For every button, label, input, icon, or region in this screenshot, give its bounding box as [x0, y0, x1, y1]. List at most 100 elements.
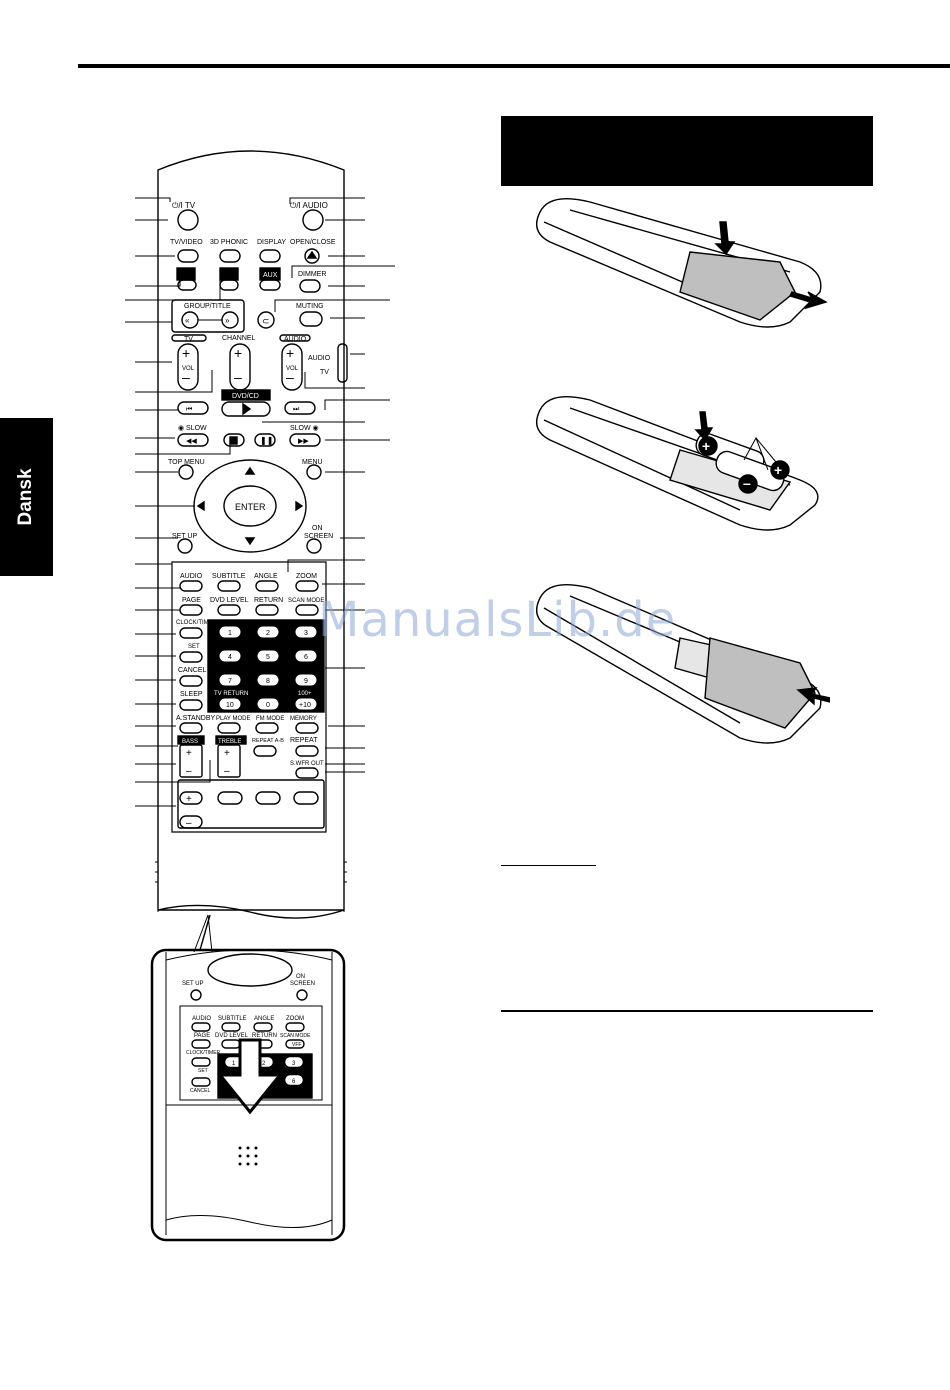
key-2[interactable] — [257, 626, 279, 638]
subtitle-button[interactable] — [217, 580, 241, 592]
dvd-level-button[interactable] — [217, 604, 241, 616]
option-button-2[interactable] — [255, 791, 281, 805]
tv-volume-rocker[interactable] — [177, 343, 199, 391]
key-8[interactable] — [257, 674, 279, 686]
digit-3: 3 — [304, 630, 308, 637]
stop-icon — [229, 436, 238, 445]
stop-button[interactable] — [223, 433, 245, 447]
tv-vol-label: VOL — [182, 366, 195, 372]
key-10[interactable] — [219, 698, 241, 710]
set-button[interactable] — [179, 651, 203, 663]
muting-button[interactable] — [299, 311, 323, 327]
audio-power-label: ⏻/I AUDIO — [290, 201, 328, 210]
dvd-cd-key — [221, 389, 271, 401]
audio-volume-rocker[interactable] — [281, 343, 303, 391]
audio-key-button[interactable] — [179, 580, 203, 592]
digit-7: 7 — [228, 678, 232, 685]
play-mode-button[interactable] — [217, 722, 241, 734]
inset-clock-timer-label: CLOCK/TIMER — [186, 1050, 221, 1056]
inset-dvd-level-label: DVD LEVEL — [215, 1033, 249, 1039]
top-menu-button[interactable] — [178, 464, 194, 480]
option-button-1[interactable] — [217, 791, 243, 805]
repeat-ab-button[interactable] — [253, 745, 277, 757]
audio-power-button[interactable] — [302, 209, 324, 231]
rewind-button[interactable] — [177, 433, 209, 447]
fast-forward-button[interactable] — [289, 433, 321, 447]
battery-minus-terminal-icon — [738, 474, 758, 494]
bass-rocker[interactable] — [179, 744, 203, 778]
muting-label: MUTING — [296, 303, 324, 310]
set-up-label: SET UP — [172, 533, 197, 540]
key-9[interactable] — [295, 674, 317, 686]
key-5[interactable] — [257, 650, 279, 662]
swfr-out-label: S.WFR OUT — [290, 761, 324, 767]
enter-button[interactable] — [223, 485, 277, 527]
keypad-keys — [219, 626, 317, 710]
page-button[interactable] — [179, 604, 203, 616]
aux-button[interactable] — [259, 279, 281, 291]
next-chapter-button[interactable] — [284, 401, 316, 415]
sleep-button[interactable] — [179, 699, 203, 711]
key-0[interactable] — [257, 698, 279, 710]
play-button[interactable] — [221, 401, 271, 417]
display-button[interactable] — [259, 249, 281, 263]
a-standby-button[interactable] — [179, 722, 203, 734]
3d-phonic-button[interactable] — [219, 249, 241, 263]
option-button-3[interactable] — [293, 791, 319, 805]
key-3[interactable] — [295, 626, 317, 638]
slow-left-label: ◉ SLOW — [178, 425, 207, 432]
tv-video-button[interactable] — [177, 249, 199, 263]
tv-power-button[interactable] — [177, 209, 199, 231]
swfr-out-button[interactable] — [295, 767, 319, 779]
memory-button[interactable] — [295, 722, 319, 734]
color-button-2[interactable] — [219, 279, 239, 291]
scan-mode-button[interactable] — [295, 604, 319, 616]
prev-chapter-button[interactable] — [177, 401, 209, 415]
play-mode-label: PLAY MODE — [216, 716, 250, 722]
key-7[interactable] — [219, 674, 241, 686]
group-title-frame — [171, 299, 245, 333]
clock-timer-button[interactable] — [179, 627, 203, 639]
minus-button[interactable] — [179, 815, 203, 829]
color-button-1[interactable] — [177, 279, 197, 291]
menu-button[interactable] — [306, 464, 322, 480]
fm-mode-button[interactable] — [255, 722, 279, 734]
color-key-2 — [219, 267, 239, 281]
navigation-ring[interactable] — [193, 459, 307, 553]
cancel-button[interactable] — [179, 675, 203, 687]
channel-label: CHANNEL — [222, 335, 256, 342]
a-standby-label: A.STANDBY — [176, 715, 215, 722]
plus-button[interactable] — [179, 791, 203, 805]
sleep-label: SLEEP — [180, 691, 203, 698]
display-label: DISPLAY — [257, 239, 286, 246]
set-up-button[interactable] — [177, 538, 193, 554]
treble-rocker[interactable] — [217, 744, 241, 778]
zoom-button[interactable] — [295, 580, 319, 592]
key-6[interactable] — [295, 650, 317, 662]
pause-button[interactable] — [254, 433, 276, 447]
digit-2: 2 — [266, 630, 270, 637]
repeat-button[interactable] — [295, 745, 319, 757]
on-screen-button[interactable] — [306, 538, 322, 554]
return-button[interactable] — [255, 604, 279, 616]
open-close-button[interactable] — [304, 248, 320, 264]
inset-cancel-label: CANCEL — [190, 1088, 211, 1094]
double-right-icon: » — [225, 316, 230, 325]
key-1[interactable] — [219, 626, 241, 638]
watermark: ManualsLib.de — [318, 592, 677, 648]
angle-button[interactable] — [255, 580, 279, 592]
tv-power-label: ⏻/I TV — [172, 201, 196, 210]
note-rule — [501, 865, 596, 866]
digit-8: 8 — [266, 678, 270, 685]
key-plus10[interactable] — [295, 698, 317, 710]
inset-return-label: RETURN — [252, 1033, 277, 1039]
return-label: RETURN — [254, 597, 283, 604]
back-button[interactable] — [257, 311, 275, 329]
audio-tv-selector-switch[interactable] — [337, 343, 348, 383]
tv-return-label: TV RETURN — [214, 691, 248, 697]
inset-screen-label: SCREEN — [290, 981, 315, 987]
slide-in-arrow-icon — [796, 687, 830, 706]
inset-digit-6: 6 — [292, 1079, 296, 1085]
key-4[interactable] — [219, 650, 241, 662]
dimmer-button[interactable] — [299, 279, 321, 293]
